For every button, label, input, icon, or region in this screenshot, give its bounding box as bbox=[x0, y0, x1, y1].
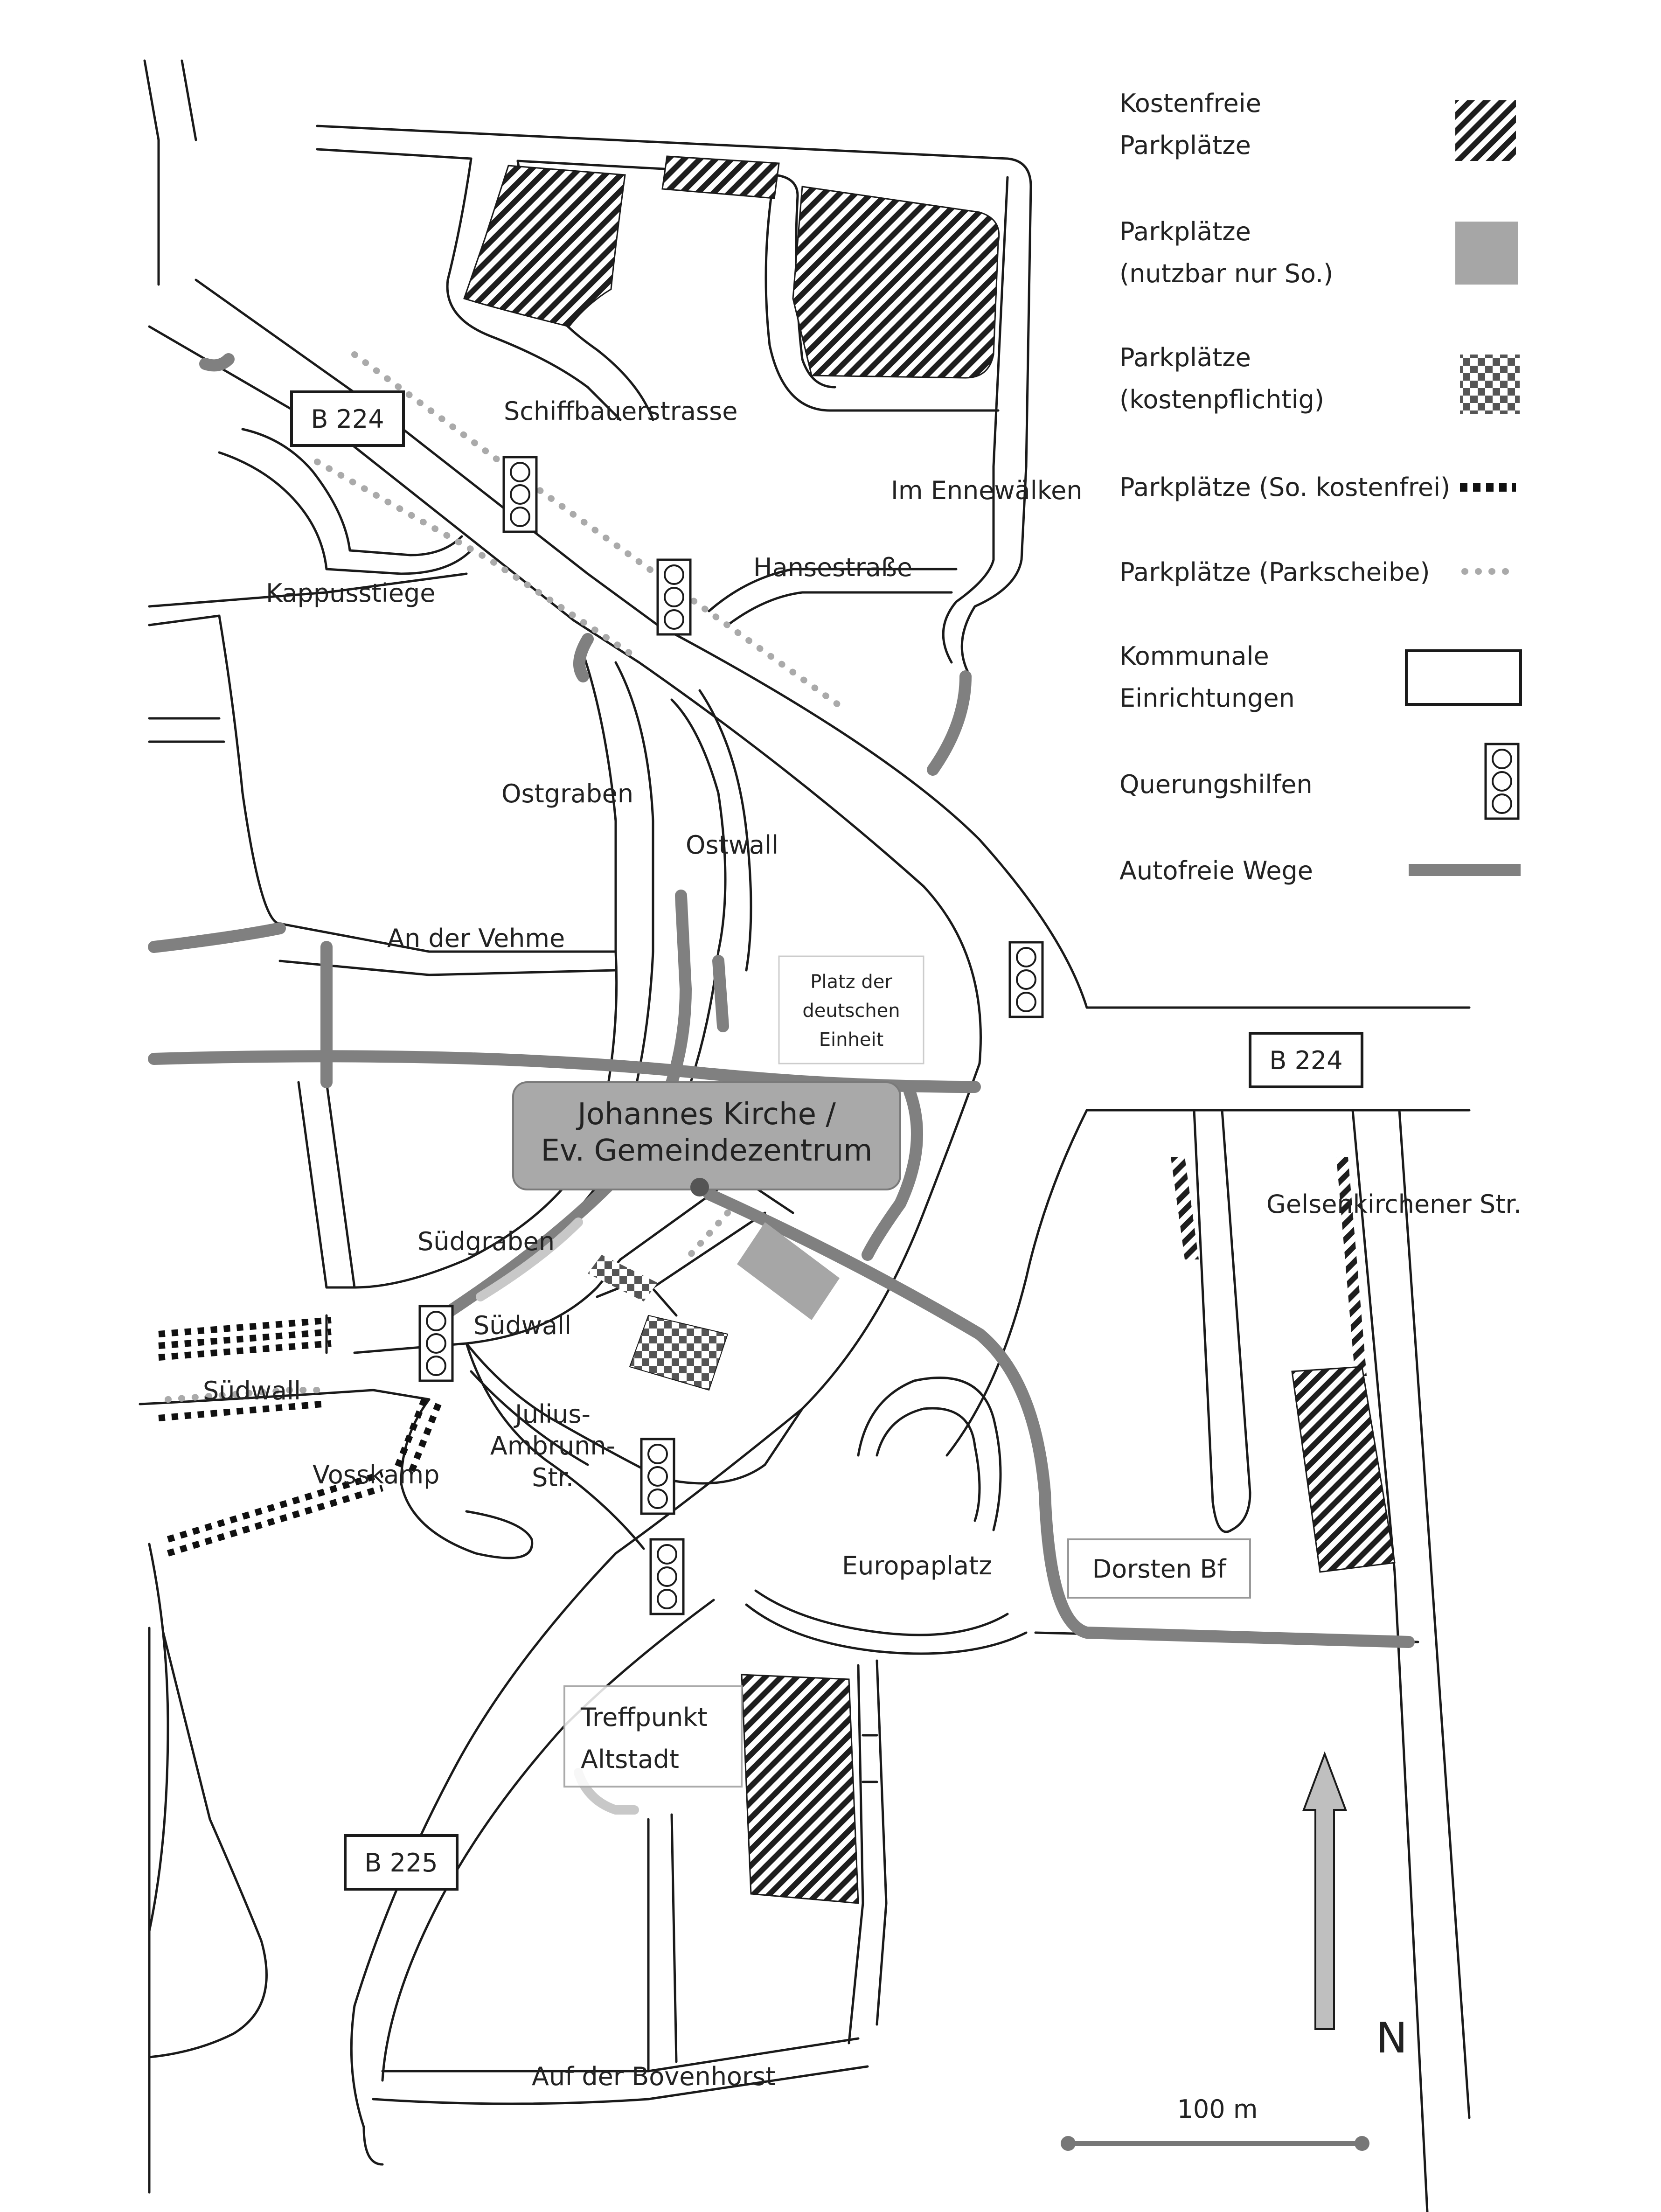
street-label: Julius-Ambrunn-Str. bbox=[490, 1399, 615, 1492]
legend-swatch-free-parking bbox=[1455, 100, 1516, 161]
street-label: Im Ennewälken bbox=[891, 476, 1083, 505]
road-badge-label: B 225 bbox=[364, 1848, 438, 1878]
traffic-light-icon bbox=[658, 560, 690, 634]
free-parking-strip-north bbox=[661, 155, 780, 199]
legend-swatch-sunday-parking bbox=[1455, 222, 1518, 285]
free-parking-lot-south bbox=[741, 1674, 859, 1904]
street-label: Auf der Bovenhorst bbox=[532, 2062, 775, 2091]
legend-swatch-municipal bbox=[1405, 649, 1522, 706]
free-parking-lot-east bbox=[1291, 1366, 1396, 1573]
paid-parking-areas bbox=[588, 1255, 729, 1391]
scale-bar: 100 m bbox=[1061, 2094, 1369, 2151]
legend-swatch-paid-parking bbox=[1460, 355, 1520, 414]
road-badge-b224-west: B 224 bbox=[290, 390, 405, 447]
street-label: Gelsenkirchener Str. bbox=[1266, 1189, 1522, 1219]
scale-end-left bbox=[1061, 2136, 1076, 2151]
legend-label-paid-parking: Parkplätze(kostenpflichtig) bbox=[1119, 343, 1324, 414]
street-label: Vosskamp bbox=[313, 1460, 439, 1489]
legend-label-crossing: Querungshilfen bbox=[1119, 770, 1313, 799]
scale-label: 100 m bbox=[1177, 2094, 1258, 2124]
paid-parking-strip bbox=[588, 1255, 658, 1301]
road-badge-b225: B 225 bbox=[344, 1834, 459, 1891]
traffic-light-icon bbox=[641, 1439, 674, 1514]
north-label: N bbox=[1376, 2014, 1407, 2063]
north-arrow: N bbox=[1302, 1751, 1407, 2063]
street-label: Europaplatz bbox=[842, 1551, 992, 1580]
church-location-marker bbox=[690, 1178, 709, 1196]
street-label: An der Vehme bbox=[387, 924, 565, 953]
street-labels: Schiffbauerstrasse Im Ennewälken Hansest… bbox=[203, 396, 1522, 2091]
place-church: Johannes Kirche /Ev. Gemeindezentrum bbox=[512, 1081, 901, 1196]
street-label: Hansestraße bbox=[753, 553, 912, 582]
sunday-parking-lot bbox=[737, 1222, 840, 1320]
road-network bbox=[139, 59, 1471, 2212]
traffic-light-icon bbox=[651, 1539, 683, 1614]
legend-label-disc-parking: Parkplätze (Parkscheibe) bbox=[1119, 557, 1430, 587]
legend-label-sunday-free-parking: Parkplätze (So. kostenfrei) bbox=[1119, 473, 1450, 502]
free-parking-lot-north-west bbox=[463, 165, 626, 327]
legend-traffic-light-icon bbox=[1486, 744, 1518, 819]
street-label: Südgraben bbox=[417, 1227, 555, 1256]
north-arrow-icon bbox=[1302, 1751, 1347, 2030]
free-parking-areas bbox=[463, 155, 1396, 1904]
free-parking-strip-east-a bbox=[1171, 1157, 1199, 1259]
street-label: Kappusstiege bbox=[266, 578, 436, 608]
traffic-light-icon bbox=[504, 457, 536, 532]
street-label: Südwall bbox=[473, 1311, 571, 1340]
legend-label-sunday-parking: Parkplätze(nutzbar nur So.) bbox=[1119, 217, 1333, 288]
street-label: Schiffbauerstrasse bbox=[504, 396, 738, 426]
road-badge-b224-east: B 224 bbox=[1249, 1032, 1363, 1088]
street-label: Südwall bbox=[203, 1376, 301, 1405]
disc-parking-dots bbox=[165, 351, 848, 1403]
free-parking-lot-north-east bbox=[792, 186, 1000, 379]
road-badge-label: B 224 bbox=[311, 404, 384, 434]
traffic-light-icon bbox=[420, 1306, 452, 1381]
sunday-parking-areas bbox=[737, 1222, 840, 1320]
free-parking-strip-east-b bbox=[1336, 1157, 1367, 1376]
place-dorsten-bf: Dorsten Bf bbox=[1067, 1538, 1251, 1599]
paid-parking-lot bbox=[629, 1315, 729, 1391]
sunday-free-parking-dots bbox=[158, 1317, 442, 1557]
road-badge-label: B 224 bbox=[1269, 1046, 1342, 1075]
legend-label-car-free: Autofreie Wege bbox=[1119, 856, 1313, 885]
street-label: Ostgraben bbox=[501, 779, 633, 808]
street-label: Ostwall bbox=[686, 830, 778, 860]
church-label: Johannes Kirche /Ev. Gemeindezentrum bbox=[541, 1097, 873, 1168]
traffic-light-icon bbox=[1010, 942, 1042, 1017]
place-label: Dorsten Bf bbox=[1092, 1554, 1227, 1584]
scale-end-right bbox=[1355, 2136, 1369, 2151]
